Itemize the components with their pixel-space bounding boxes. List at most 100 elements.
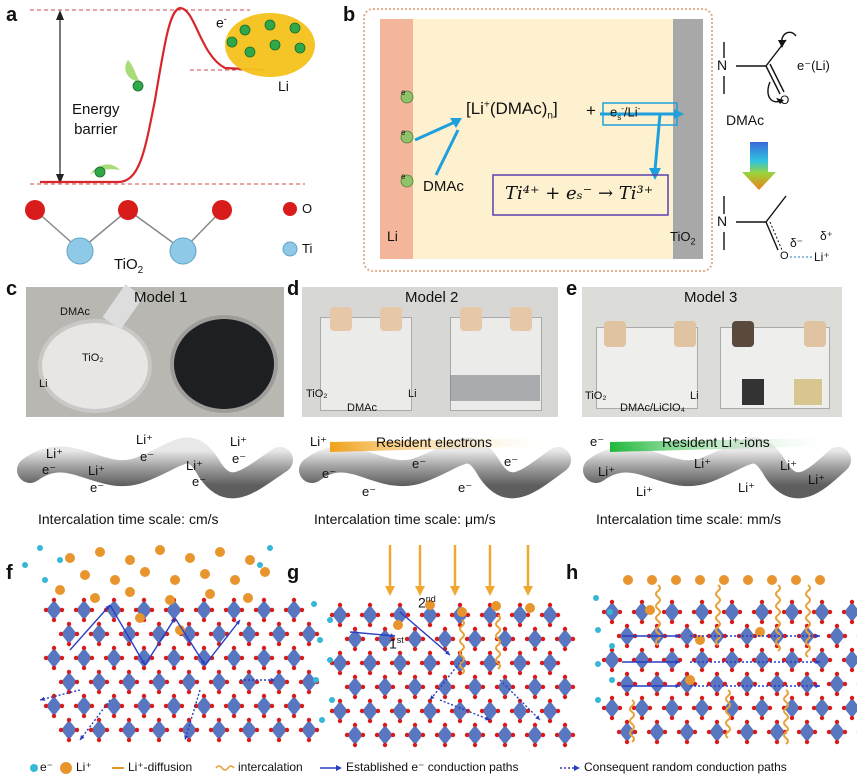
h-li-ion (645, 605, 655, 615)
h-path-head (675, 633, 680, 639)
g-octahedron (359, 650, 381, 676)
h-intercalation (805, 584, 811, 658)
g-electron (327, 617, 333, 623)
panel-label-b: b (343, 4, 356, 26)
f-path-head (170, 618, 175, 623)
g-octahedron (524, 674, 546, 700)
h-octahedron (796, 719, 818, 745)
f-octahedron (238, 621, 260, 647)
h-octahedron (721, 647, 743, 673)
c-ion-5: e⁻ (90, 480, 105, 495)
f-octahedron (298, 621, 320, 647)
c-ion-3: Li⁺ (136, 432, 153, 447)
g-intercalation (459, 619, 465, 675)
g-octahedron (539, 602, 561, 628)
b-li-label: Li (387, 228, 398, 244)
f-octahedron (73, 597, 95, 623)
h-octahedron (751, 599, 773, 625)
f-octahedron (253, 693, 275, 719)
f-electron (267, 545, 273, 551)
f-octahedron (223, 597, 245, 623)
legend-consequent: Consequent random conduction paths (584, 760, 787, 774)
c-ion-6: Li⁺ (88, 463, 105, 478)
h-octahedron (766, 719, 788, 745)
h-intercalation (725, 689, 731, 739)
h-octahedron (616, 671, 638, 697)
d-tube (299, 437, 571, 499)
h-octahedron (826, 671, 848, 697)
f-octahedron (283, 597, 305, 623)
f-octahedron (268, 669, 290, 695)
h-octahedron (766, 671, 788, 697)
f-li-ion (170, 575, 180, 585)
f-octahedron (43, 645, 65, 671)
f-random-head (184, 735, 189, 740)
h-li-ion (743, 575, 753, 585)
g-octahedron (434, 674, 456, 700)
g-li-diffusion-arrowhead (385, 586, 395, 596)
g-octahedron (389, 698, 411, 724)
g-electron (317, 637, 323, 643)
f-path (69, 604, 111, 651)
f-electron (22, 562, 28, 568)
h-intercalation (775, 584, 781, 652)
c-ion-4: e⁻ (140, 449, 155, 464)
h-octahedron (796, 671, 818, 697)
f-octahedron (148, 717, 170, 743)
f-li-ion (95, 547, 105, 557)
d-ion-1: e⁻ (322, 466, 337, 481)
b-complex: [Li+(DMAc)n] (466, 99, 558, 122)
b-dmac-left: DMAc (423, 178, 464, 195)
c-time-scale: Intercalation time scale: cm/s (38, 511, 219, 527)
b-electrolyte (413, 19, 673, 259)
f-li-ion (125, 555, 135, 565)
h-octahedron (736, 719, 758, 745)
f-random-head (40, 696, 45, 702)
a-tio2-label: TiO2 (114, 256, 144, 276)
f-li-ion (243, 593, 253, 603)
panel-label-h: h (566, 562, 579, 584)
f-li-ion (205, 589, 215, 599)
h-octahedron (811, 695, 833, 721)
d-bar-left: Li⁺ (310, 434, 327, 449)
f-li-ion (55, 585, 65, 595)
g-octahedron (554, 626, 576, 652)
c-ion-10: e⁻ (232, 451, 247, 466)
h-path-head (675, 683, 680, 689)
e-photo (582, 287, 842, 417)
a-legend-o: O (302, 201, 313, 216)
e-li: Li (690, 390, 699, 402)
g-octahedron (554, 674, 576, 700)
b-e1: e (401, 88, 406, 97)
h-electron (593, 595, 599, 601)
f-electron (57, 557, 63, 563)
f-li-ion (155, 545, 165, 555)
b-electron-li: e⁻(Li) (797, 58, 830, 73)
b-equation: Ti⁴⁺ + eₛ⁻ → Ti³⁺ (505, 183, 654, 204)
g-li-diffusion-arrowhead (523, 586, 533, 596)
f-octahedron (253, 597, 275, 623)
e-tube (583, 437, 851, 499)
h-octahedron (826, 719, 848, 745)
f-path-head (235, 620, 240, 625)
a-li-label: Li (278, 78, 289, 94)
f-octahedron (253, 645, 275, 671)
f-electron (257, 562, 263, 568)
h-path-head (675, 659, 680, 665)
h-electron (609, 677, 615, 683)
f-random (184, 689, 201, 741)
b-n-top: N (717, 57, 728, 73)
f-octahedron (283, 645, 305, 671)
g-li-diffusion-arrowhead (485, 586, 495, 596)
f-li-ion (175, 625, 185, 635)
f-octahedron (208, 669, 230, 695)
h-octahedron (646, 719, 668, 745)
legend-li-diffusion: Li⁺-diffusion (128, 760, 193, 774)
f-li-ion (260, 567, 270, 577)
f-octahedron (88, 669, 110, 695)
g-octahedron (494, 722, 516, 748)
h-intercalation (655, 584, 661, 646)
c-ion-7: Li⁺ (186, 458, 203, 473)
f-li-ion (125, 587, 135, 597)
